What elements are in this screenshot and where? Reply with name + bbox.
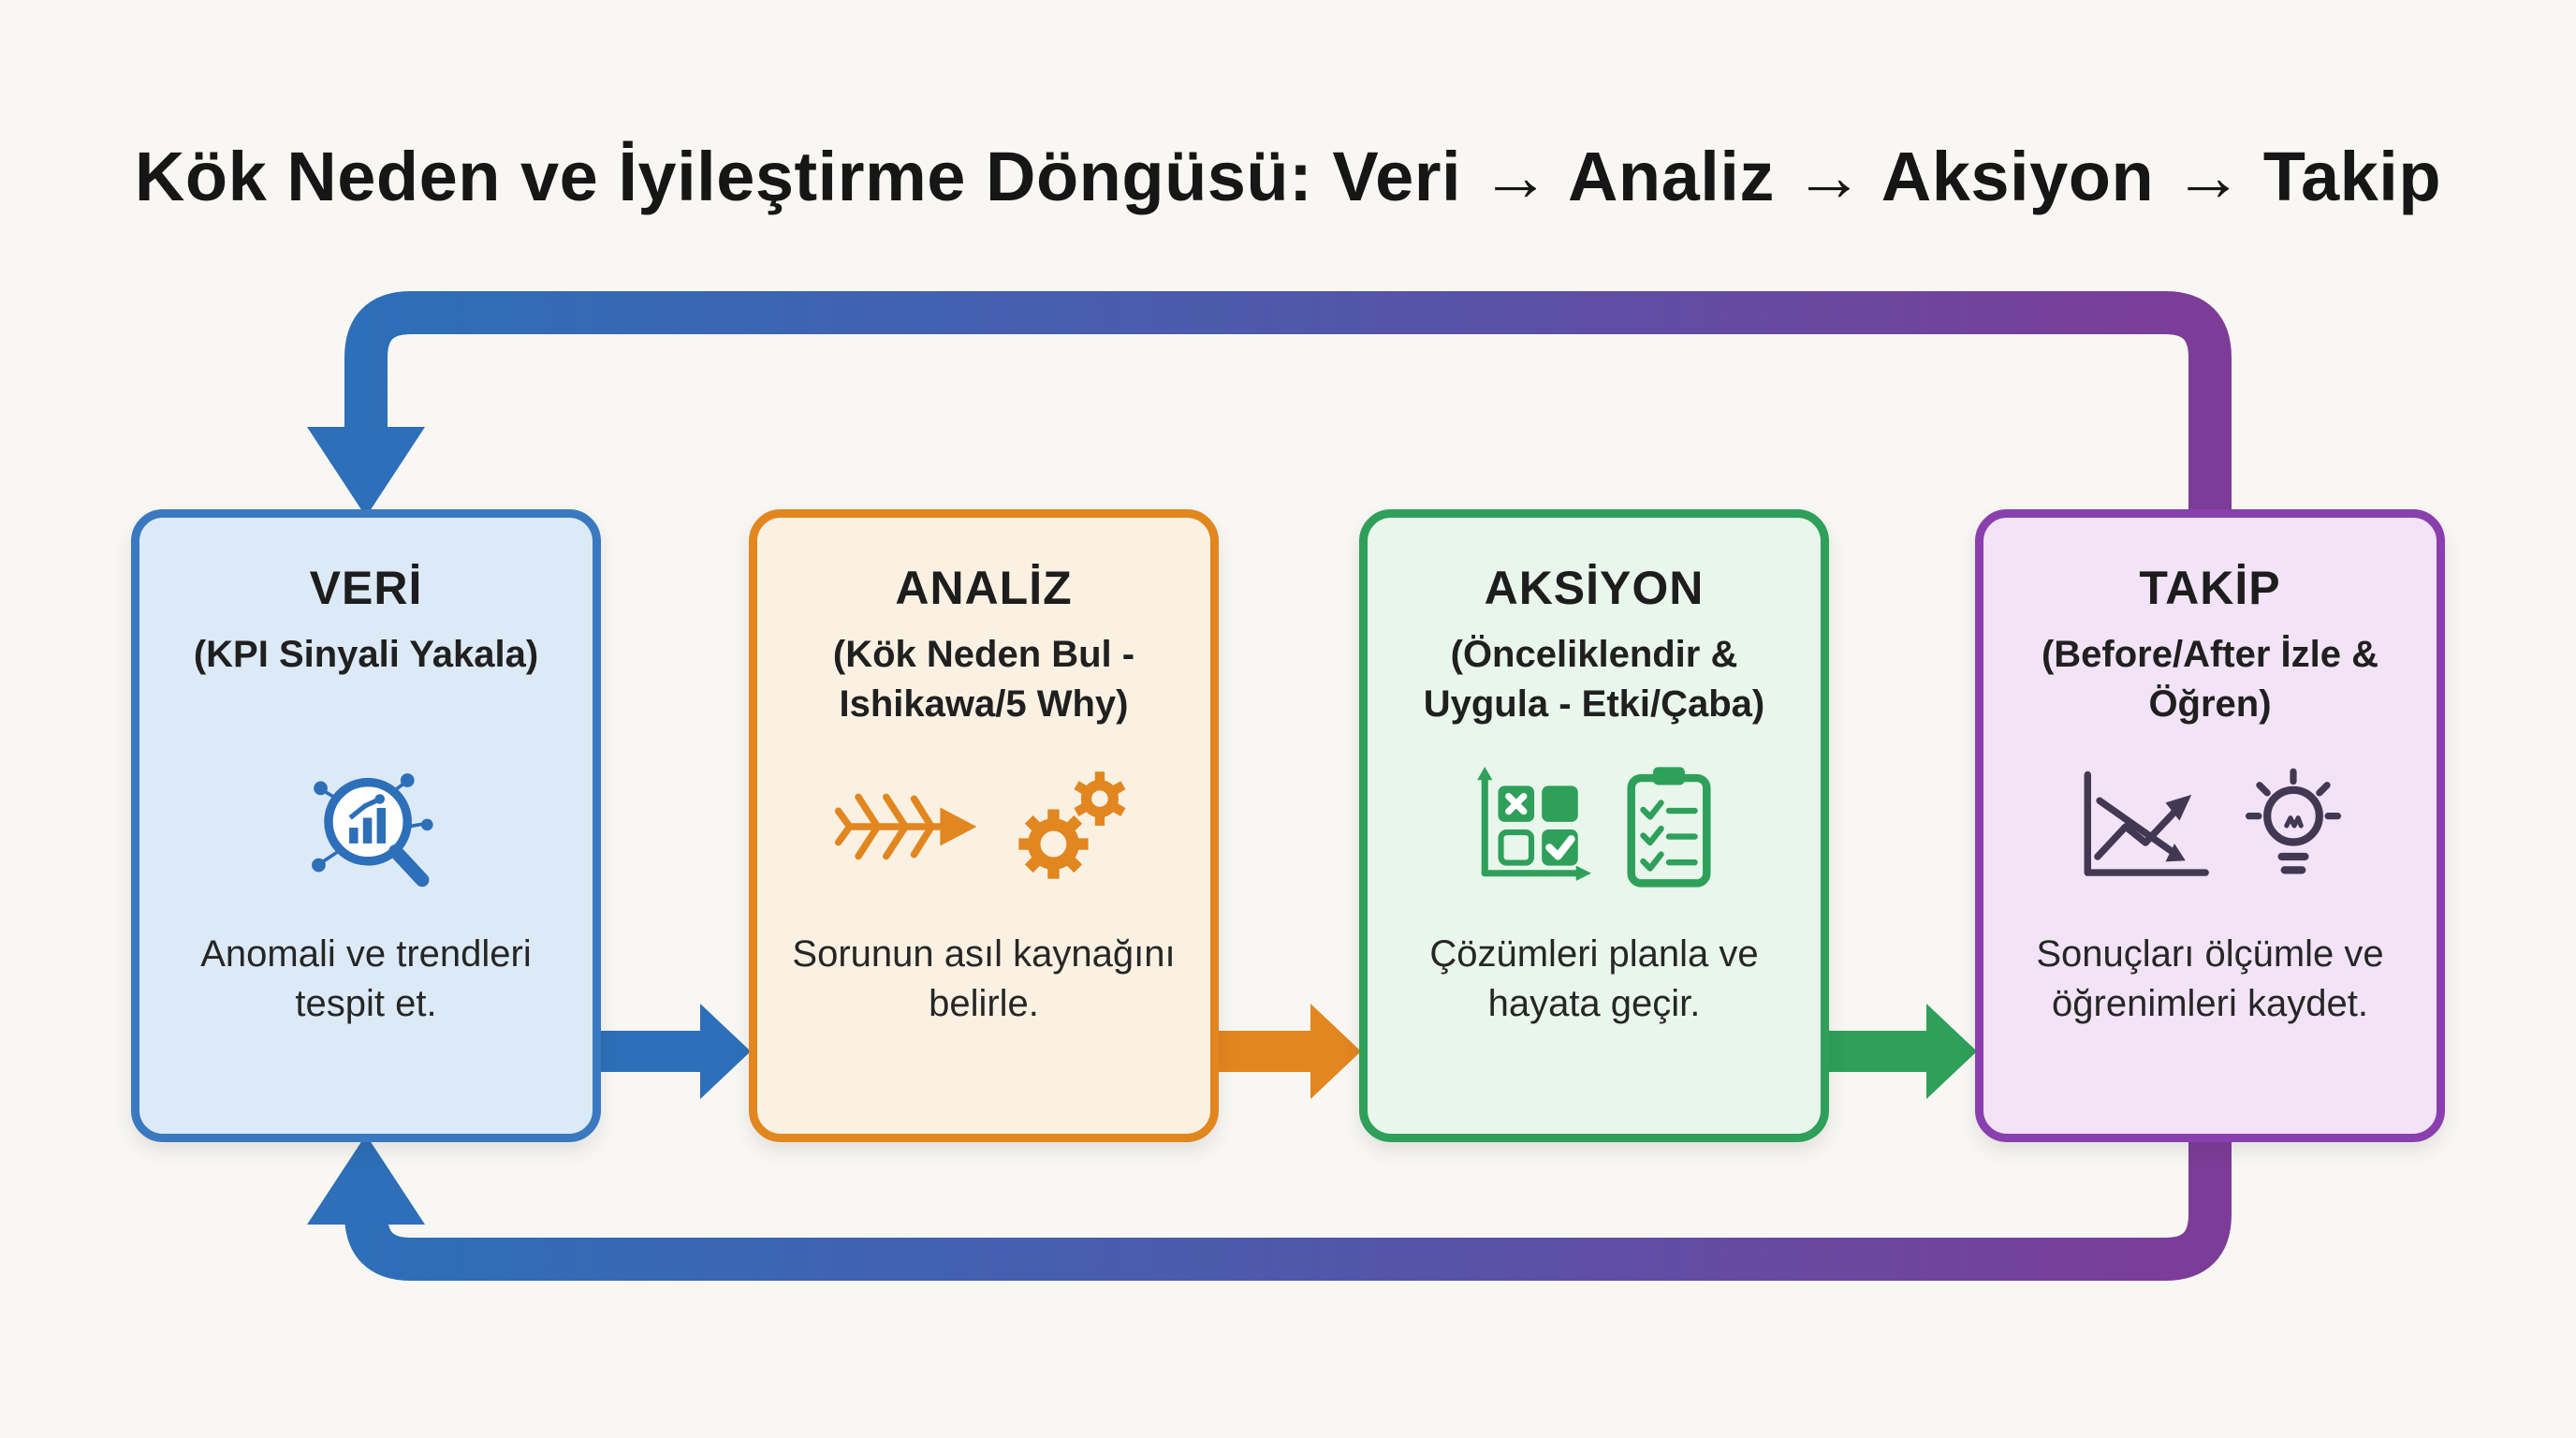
arrow-veri-to-analiz (601, 1004, 751, 1099)
stage-title-veri: VERİ (309, 562, 423, 614)
stage-card-veri: VERİ (KPI Sinyali Yakala) (131, 509, 601, 1142)
fishbone-icon (834, 793, 977, 860)
checklist-icon (1627, 767, 1711, 888)
stage-card-analiz: ANALİZ (Kök Neden Bul - Ishikawa/5 Why) (749, 509, 1219, 1142)
stage-subtitle-analiz: (Kök Neden Bul - Ishikawa/5 Why) (832, 634, 1135, 725)
stage-title-takip: TAKİP (2139, 562, 2281, 614)
diagram-title: Kök Neden ve İyileştirme Döngüsü: Veri →… (134, 137, 2442, 215)
stage-description-veri: Anomali ve trendleri tespit et. (200, 933, 532, 1024)
stage-description-takip: Sonuçları ölçümle ve öğrenimleri kaydet. (2036, 933, 2384, 1024)
arrow-analiz-to-aksiyon (1219, 1004, 1361, 1099)
stage-card-aksiyon: AKSİYON (Önceliklendir & Uygula - Etki/Ç… (1359, 509, 1829, 1142)
feedback-loop-bottom (344, 1137, 2232, 1281)
stage-subtitle-takip: (Before/After İzle & Öğren) (2041, 634, 2379, 725)
stage-icons-takip (2073, 742, 2347, 911)
feedback-loop-bottom-arrowhead (307, 1135, 425, 1225)
stage-description-aksiyon: Çözümleri planla ve hayata geçir. (1429, 933, 1759, 1024)
stage-title-aksiyon: AKSİYON (1484, 562, 1705, 614)
arrow-aksiyon-to-takip (1829, 1004, 1977, 1099)
lightbulb-icon (2245, 768, 2342, 874)
stage-title-analiz: ANALİZ (895, 562, 1073, 614)
stage-subtitle-veri: (KPI Sinyali Yakala) (193, 634, 539, 675)
trend-arrows-icon (2084, 770, 2209, 876)
stage-icons-analiz (834, 742, 1134, 911)
stage-card-takip: TAKİP (Before/After İzle & Öğren) (1975, 509, 2445, 1142)
stage-description-analiz: Sorunun asıl kaynağını belirle. (792, 933, 1176, 1024)
feedback-loop-top-arrowhead (307, 427, 425, 517)
feedback-loop-top (344, 291, 2232, 515)
stage-icons-aksiyon (1470, 742, 1719, 911)
magnifier-chart-icon (312, 773, 433, 888)
stage-icons-veri (286, 742, 446, 911)
gears-icon (1018, 771, 1126, 879)
priority-matrix-icon (1477, 767, 1591, 881)
stage-subtitle-aksiyon: (Önceliklendir & Uygula - Etki/Çaba) (1423, 634, 1765, 725)
